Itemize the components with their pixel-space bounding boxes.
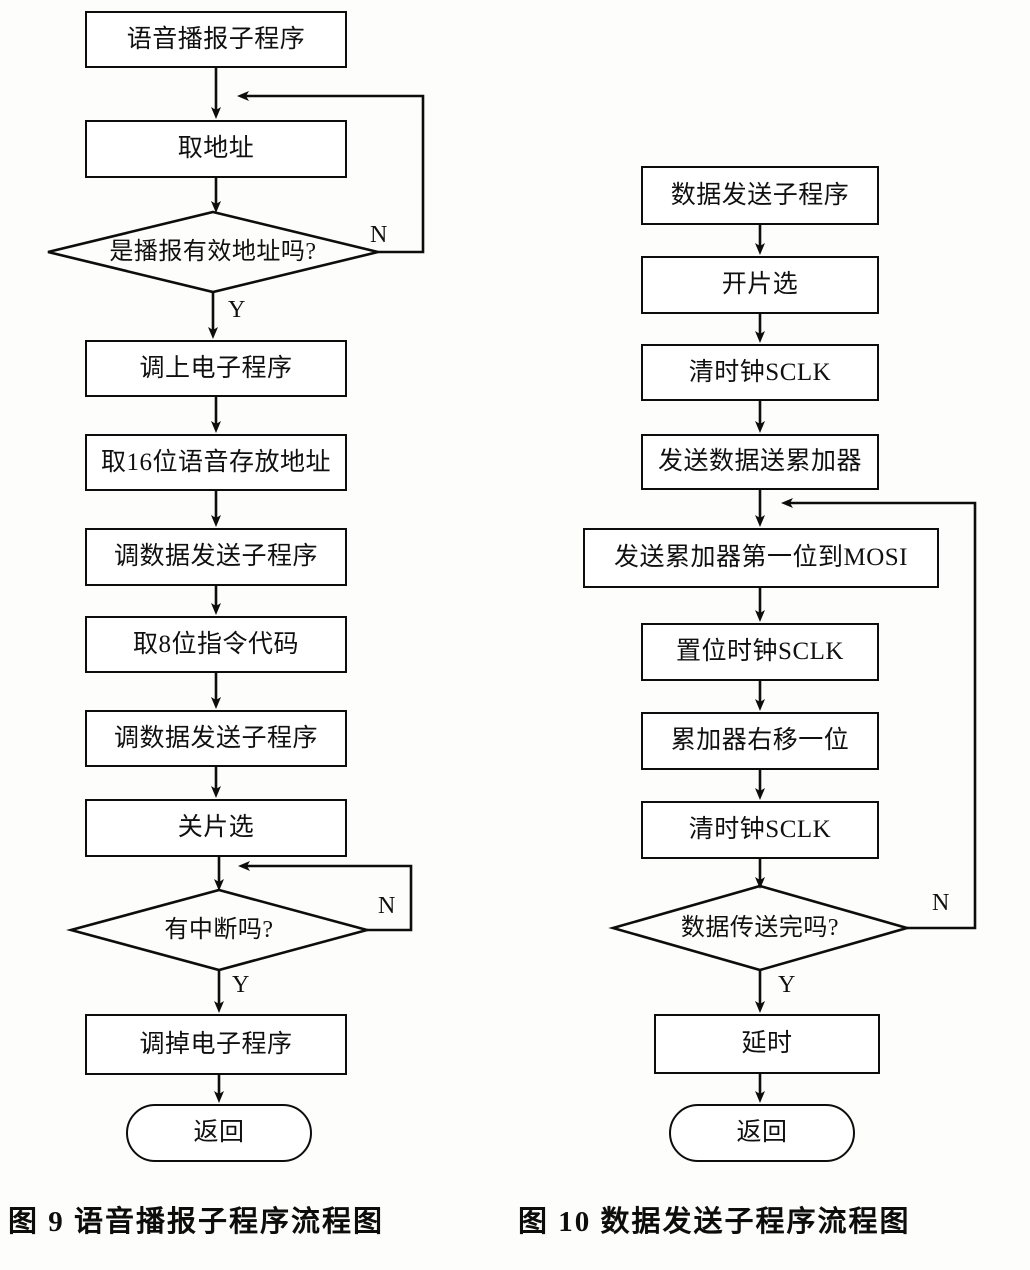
node-get-16bit-voice-store-address[interactable]: 取16位语音存放地址 <box>85 434 347 491</box>
node-label: 是播报有效地址吗? <box>109 238 317 265</box>
node-label: 累加器右移一位 <box>670 727 850 755</box>
node-label: 调上电子程序 <box>139 354 293 382</box>
node-label: 清时钟SCLK <box>688 816 832 844</box>
node-label: 调数据发送子程序 <box>113 724 318 752</box>
node-decision-interrupt-present[interactable]: 有中断吗? <box>71 910 367 950</box>
node-label: 发送数据送累加器 <box>657 448 862 476</box>
node-label: 关片选 <box>177 814 255 842</box>
node-data-send-subroutine[interactable]: 数据发送子程序 <box>641 166 879 225</box>
node-clear-clock-sclk-2[interactable]: 清时钟SCLK <box>641 801 879 859</box>
edge-r9-loop-n <box>781 498 977 930</box>
node-label: 清时钟SCLK <box>688 358 832 386</box>
node-call-data-send-subroutine-1[interactable]: 调数据发送子程序 <box>85 528 347 586</box>
node-delay[interactable]: 延时 <box>654 1014 880 1074</box>
node-decision-data-transfer-complete[interactable]: 数据传送完吗? <box>613 908 907 948</box>
node-chip-select-on[interactable]: 开片选 <box>641 256 879 314</box>
node-clear-clock-sclk-1[interactable]: 清时钟SCLK <box>641 344 879 401</box>
edge-l10-loop-n <box>238 861 413 932</box>
node-label: 取8位指令代码 <box>132 630 299 658</box>
edge-label-y-valid-address: Y <box>228 297 246 323</box>
node-label: 有中断吗? <box>164 916 274 943</box>
node-label: 数据传送完吗? <box>680 914 840 941</box>
node-label: 取地址 <box>177 135 255 163</box>
diamond-r9 <box>608 884 912 972</box>
node-label: 返回 <box>736 1119 788 1147</box>
node-shift-accumulator-right-one-bit[interactable]: 累加器右移一位 <box>641 712 879 770</box>
edge-label-n-transfer-complete: N <box>932 890 950 916</box>
node-label: 语音播报子程序 <box>126 25 306 53</box>
caption-figure-10: 图 10 数据发送子程序流程图 <box>518 1206 911 1238</box>
node-get-8bit-instruction-code[interactable]: 取8位指令代码 <box>85 616 347 673</box>
edge-label-n-valid-address: N <box>370 222 388 248</box>
node-label: 置位时钟SCLK <box>676 638 844 666</box>
node-label: 返回 <box>193 1119 245 1147</box>
node-call-power-down-subroutine[interactable]: 调掉电子程序 <box>85 1014 347 1075</box>
node-label: 取16位语音存放地址 <box>100 448 331 476</box>
node-call-data-send-subroutine-2[interactable]: 调数据发送子程序 <box>85 710 347 767</box>
node-chip-select-off[interactable]: 关片选 <box>85 799 347 857</box>
diamond-l10 <box>66 888 372 972</box>
node-return-left[interactable]: 返回 <box>126 1104 312 1162</box>
caption-figure-9: 图 9 语音播报子程序流程图 <box>8 1206 385 1238</box>
node-decision-valid-broadcast-address[interactable]: 是播报有效地址吗? <box>48 232 378 272</box>
edge-label-n-interrupt: N <box>378 893 396 919</box>
edge-label-y-interrupt: Y <box>232 972 250 998</box>
node-return-right[interactable]: 返回 <box>669 1104 855 1162</box>
node-call-power-on-subroutine[interactable]: 调上电子程序 <box>85 340 347 397</box>
node-set-clock-sclk[interactable]: 置位时钟SCLK <box>641 623 879 681</box>
node-voice-broadcast-subroutine[interactable]: 语音播报子程序 <box>85 11 347 68</box>
edge-l3-loop-n <box>237 91 425 254</box>
node-label: 延时 <box>741 1030 793 1058</box>
node-label: 调掉电子程序 <box>139 1030 293 1058</box>
node-send-accumulator-first-bit-to-mosi[interactable]: 发送累加器第一位到MOSI <box>583 528 939 588</box>
diamond-l3 <box>47 210 379 294</box>
edge-label-y-transfer-complete: Y <box>778 972 796 998</box>
node-get-address[interactable]: 取地址 <box>85 120 347 178</box>
node-label: 开片选 <box>721 271 799 299</box>
node-label: 调数据发送子程序 <box>113 543 318 571</box>
node-send-data-to-accumulator[interactable]: 发送数据送累加器 <box>641 434 879 490</box>
node-label: 发送累加器第一位到MOSI <box>613 544 908 572</box>
node-label: 数据发送子程序 <box>670 181 850 209</box>
